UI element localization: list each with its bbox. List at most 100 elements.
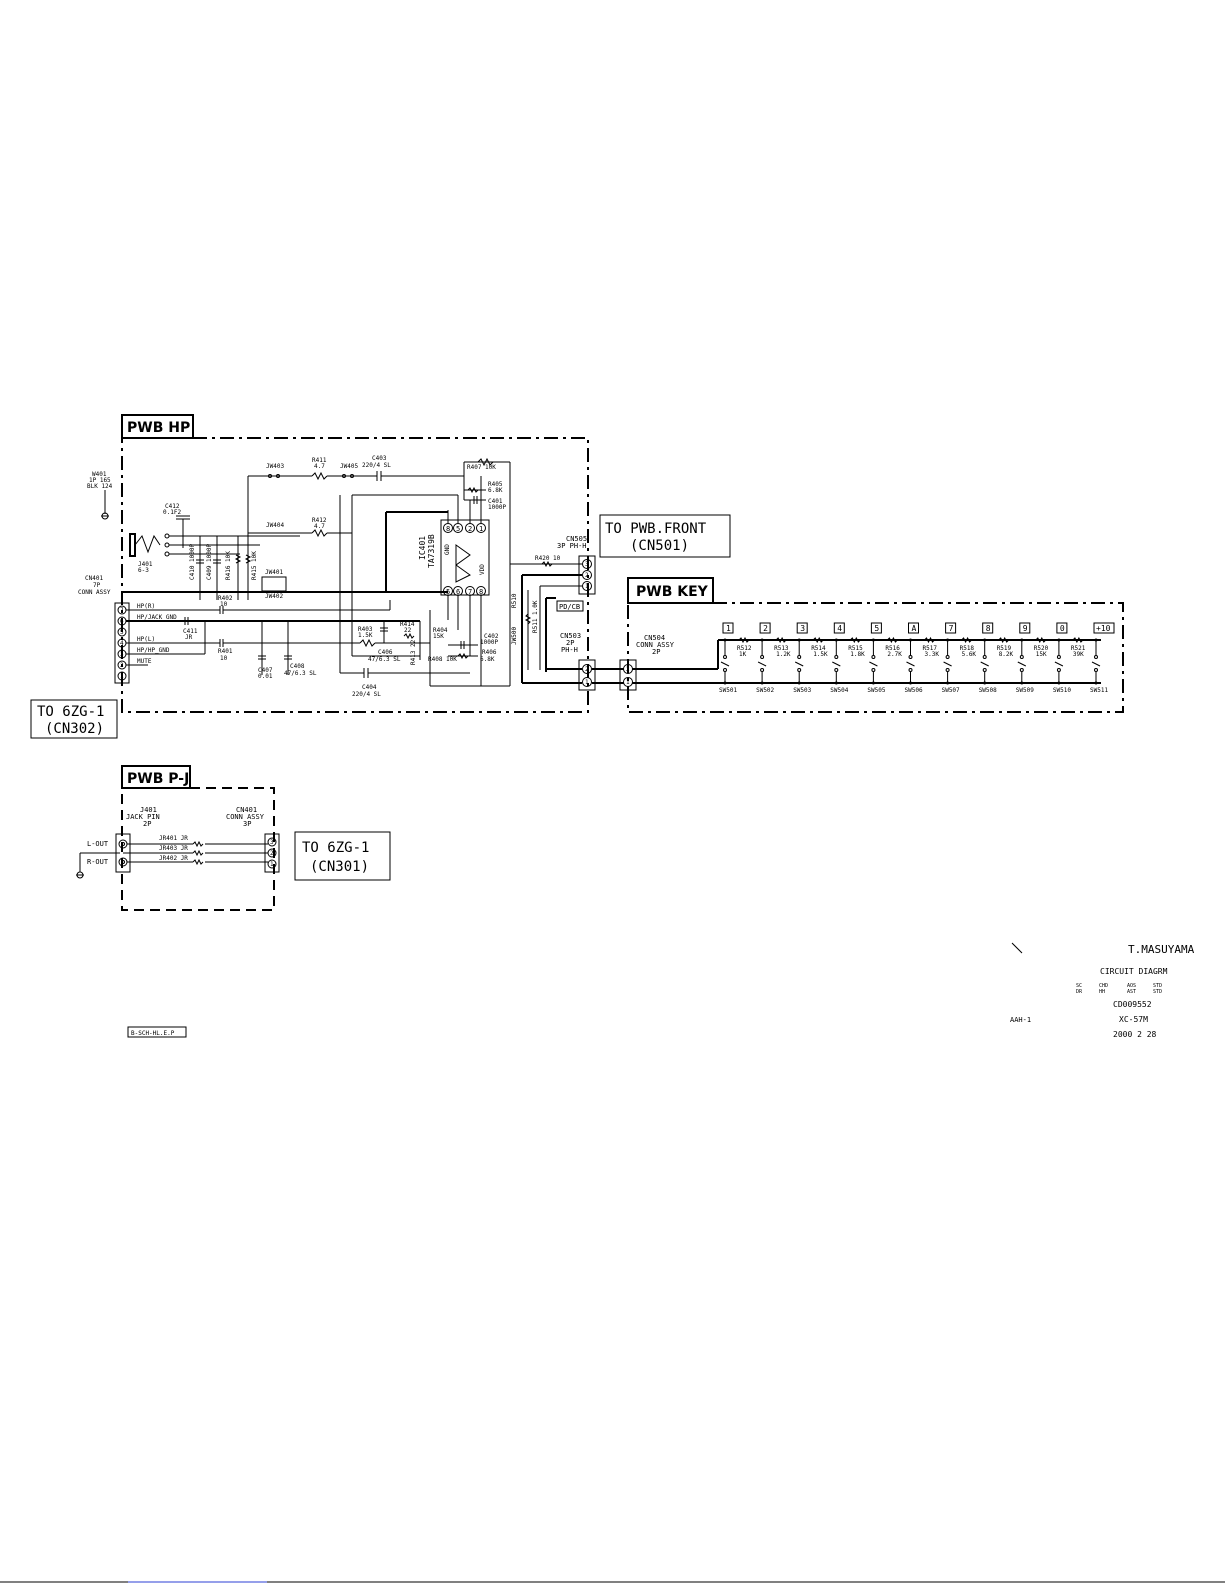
svg-text:4: 4 (120, 640, 124, 647)
switch-label: SW507 (942, 687, 960, 694)
junction-dot (909, 638, 912, 642)
resistor-ref: R513 (774, 645, 789, 652)
junction-dot (1094, 638, 1098, 642)
board-hp: PWB HP W401 1P 165 BLK 124 C412 0.1F2 J4… (78, 414, 596, 713)
signal-mute: MUTE (137, 658, 152, 665)
switch-label: SW504 (830, 687, 848, 694)
key-box (1056, 622, 1068, 634)
jw404-label: JW404 (266, 522, 284, 529)
signal-hp-gnd: HP/HP_GND (137, 647, 170, 654)
cn505-type: 3P PH-H (557, 542, 587, 550)
hdr-c2: AST (1127, 989, 1136, 995)
c408-label: C408 (290, 663, 305, 670)
junction-dot (909, 681, 912, 685)
callout-front-line2: (CN501) (630, 538, 689, 554)
j401-label: J401 (138, 561, 153, 568)
key-number: 3 (800, 624, 805, 633)
svg-text:8: 8 (446, 525, 450, 533)
r405-label: R405 (488, 481, 503, 488)
jw500-label: JW500 (511, 627, 518, 645)
hdr-d1: STD (1153, 983, 1162, 989)
drawing-number: CD009552 (1113, 1000, 1152, 1009)
resistor-value: 1K (739, 651, 747, 658)
ic401-label: IC401 (418, 536, 427, 560)
cn503-type: PH-H (561, 646, 578, 654)
r420-label: R420 10 (535, 555, 561, 562)
c411-label: C411 (183, 628, 198, 635)
svg-text:5: 5 (120, 629, 124, 636)
switch-label: SW506 (905, 687, 923, 694)
key-box (796, 622, 808, 634)
resistor-ref: R518 (960, 645, 975, 652)
svg-text:1: 1 (270, 861, 274, 868)
hdr-a2: DR (1076, 989, 1083, 995)
c406-value: 47/6.3 SL (368, 656, 401, 663)
junction-dot (1057, 681, 1061, 685)
model-code: AAH-1 (1010, 1016, 1031, 1024)
c412-value: 0.1F2 (163, 509, 181, 516)
connector-cn503 (578, 659, 596, 691)
c412-label: C412 (165, 503, 180, 510)
svg-text:5: 5 (446, 588, 450, 596)
callout-zg301: TO 6ZG-1 (CN301) (294, 831, 391, 881)
resistor-ref: R512 (737, 645, 752, 652)
junction-dot (797, 681, 801, 685)
resistor-value: 2.7K (887, 651, 902, 658)
drawing-title: CIRCUIT DIAGRM (1100, 967, 1168, 976)
cn504-label: CN504 (644, 634, 665, 642)
junction-dot (1057, 638, 1061, 642)
r411-label: R411 (312, 457, 327, 464)
hdr-a1: SC (1076, 983, 1082, 989)
resistor-ref: R517 (923, 645, 938, 652)
key-number: 9 (1023, 624, 1028, 633)
callout-front: TO PWB.FRONT (CN501) (599, 514, 731, 558)
svg-text:2: 2 (120, 662, 124, 669)
callout-front-line1: TO PWB.FRONT (605, 521, 707, 537)
hdr-c1: AOS (1127, 983, 1136, 989)
pj-lout-label: L-OUT (87, 840, 109, 848)
c407-value: 0.01 (258, 673, 273, 680)
j401-value: 6-3 (138, 567, 149, 574)
r414-value: 22 (404, 627, 412, 634)
r402-label: R402 (218, 595, 233, 602)
switch-label: SW502 (756, 687, 774, 694)
board-key: PWB KEY CN504 CONN ASSY 2P 1SW501R5121K2… (627, 577, 1124, 713)
junction-dot (723, 681, 727, 685)
cn504-type: CONN ASSY (636, 641, 675, 649)
junction-dot (946, 681, 950, 685)
svg-text:3: 3 (585, 561, 589, 568)
key-number: 0 (1060, 624, 1065, 633)
cn401-type: CONN ASSY (78, 589, 111, 596)
switch-label: SW510 (1053, 687, 1071, 694)
resistor-value: 3.3K (925, 651, 940, 658)
junction-dot (797, 638, 801, 642)
resistor (1035, 636, 1047, 644)
c411-value: JR (185, 634, 193, 641)
junction-dot (983, 638, 987, 642)
resistor-value: 39K (1073, 651, 1084, 658)
svg-text:2: 2 (585, 666, 589, 673)
resistor (924, 636, 935, 644)
resistor-ref: R520 (1034, 645, 1049, 652)
cn401-pins: 7P (93, 582, 101, 589)
key-ladder: 1SW501R5121K2SW502R5131.2K3SW503R5141.5K… (719, 622, 1115, 694)
svg-text:1: 1 (479, 525, 483, 533)
pj-j401-type: JACK PIN (126, 813, 160, 821)
svg-text:2: 2 (585, 572, 589, 579)
c403-value: 220/4 SL (362, 462, 391, 469)
svg-text:1: 1 (585, 583, 589, 590)
junction-dot (946, 638, 950, 642)
r414-label: R414 (400, 621, 415, 628)
resistor (849, 636, 861, 644)
pj-cn401-type: CONN ASSY (226, 813, 265, 821)
junction-dot (723, 638, 727, 642)
c401-label: C401 (488, 498, 503, 505)
callout-zg302-line2: (CN302) (45, 721, 104, 737)
key-number: 2 (763, 624, 768, 633)
jr402-label: JR402 JR (159, 855, 188, 862)
resistor-value: 5.6K (962, 651, 977, 658)
cn401-label: CN401 (85, 575, 103, 582)
pj-j401-pins: 2P (143, 820, 151, 828)
r408-label: R408 10K (428, 656, 457, 663)
junction-dot (834, 681, 838, 685)
